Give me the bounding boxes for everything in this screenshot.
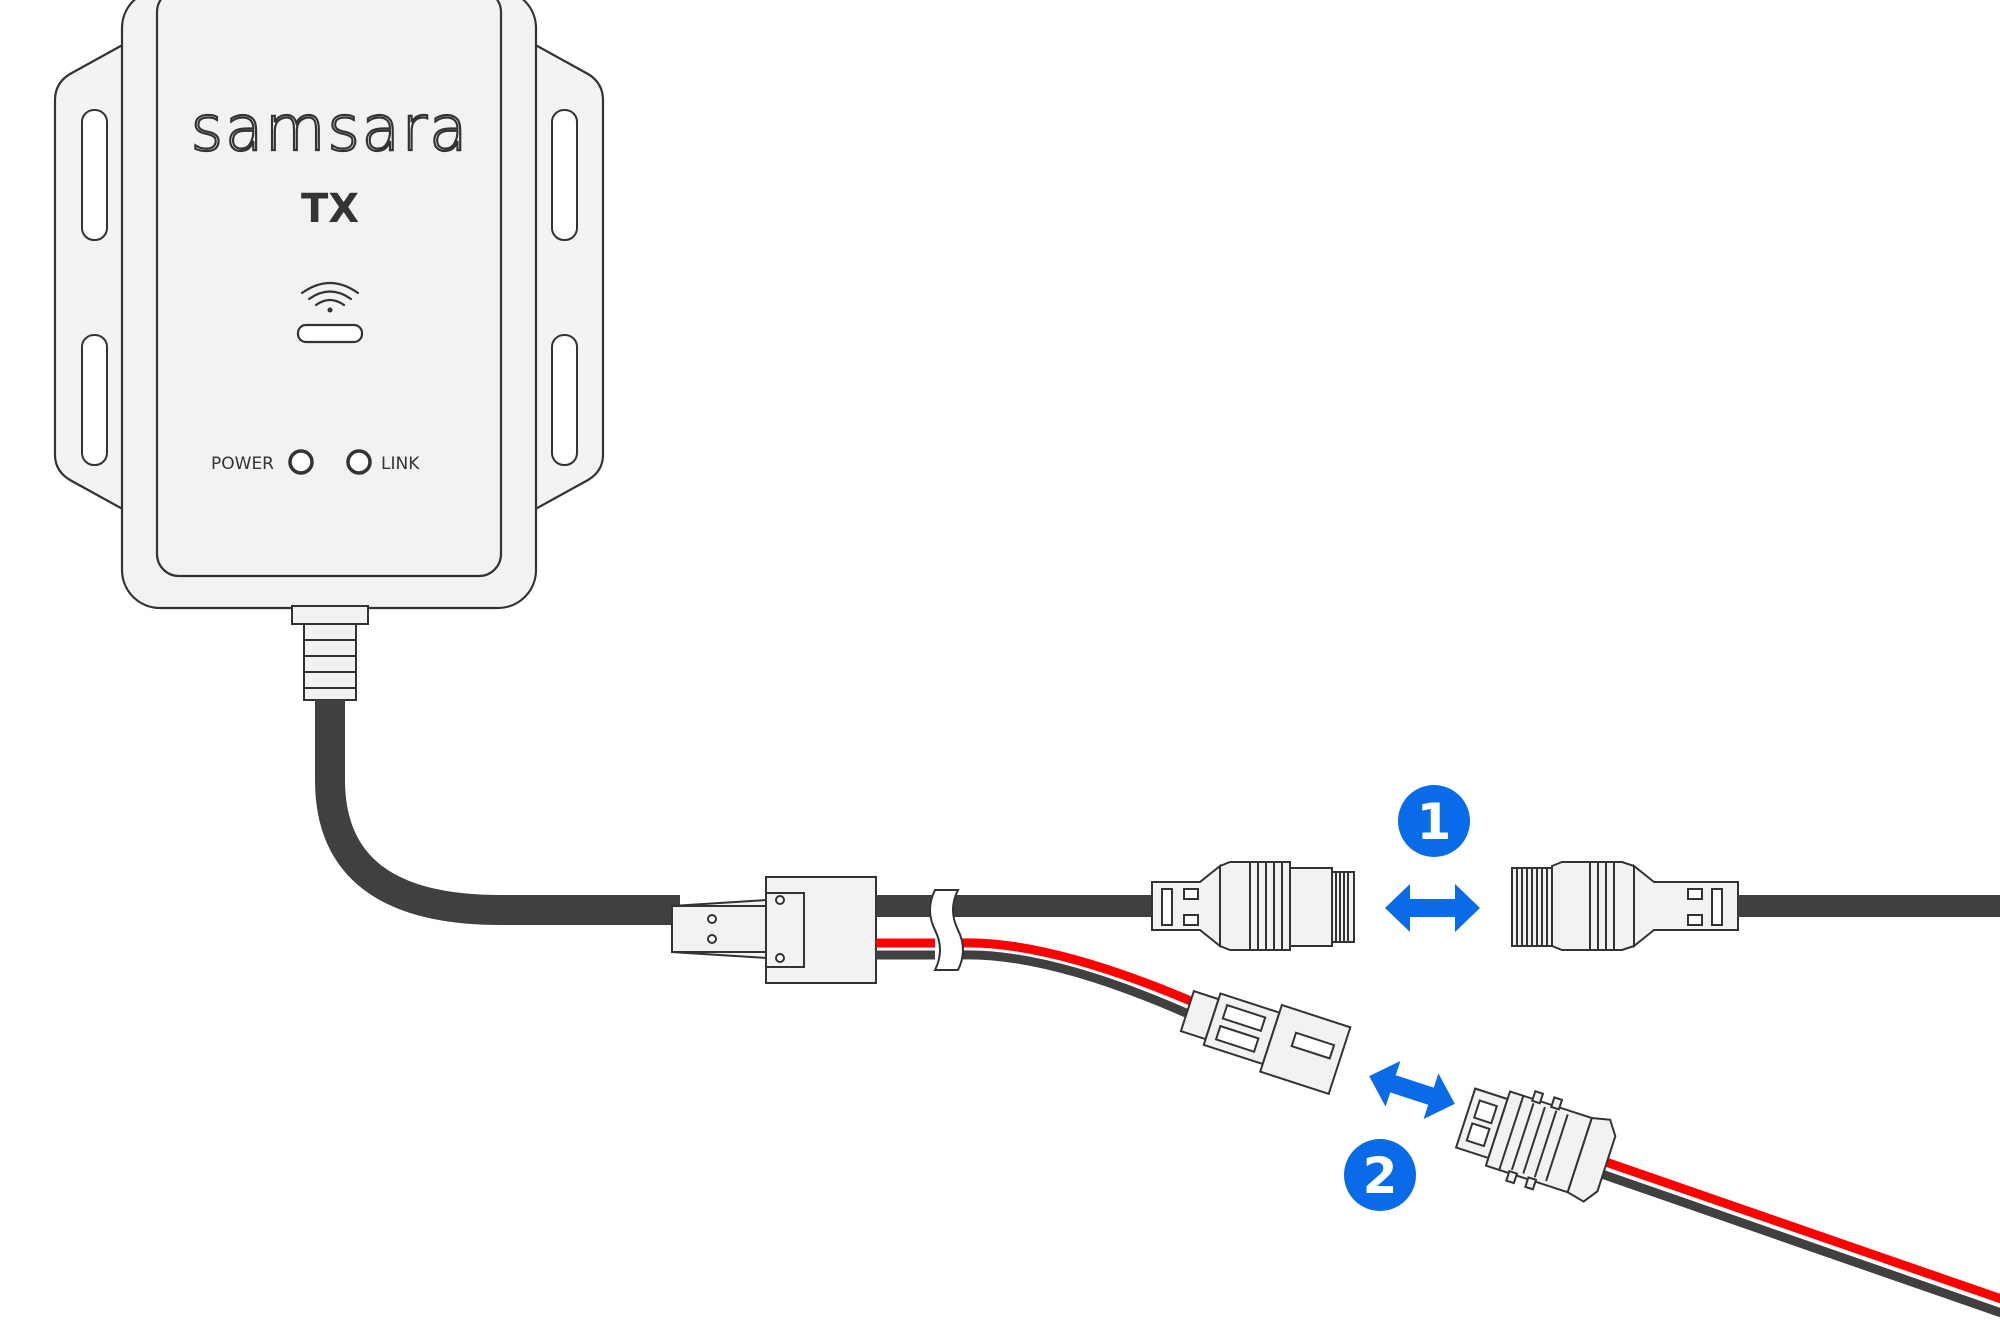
link-led (346, 449, 372, 475)
step-number-badge (1344, 1139, 1416, 1211)
device-cable (315, 700, 680, 925)
splitter-housing (671, 876, 877, 984)
cable-strain-relief (291, 605, 369, 701)
cable-break-mark (929, 889, 964, 971)
mounting-slot (551, 109, 578, 241)
step-1: 1 (1385, 785, 1480, 932)
mounting-slot (81, 334, 108, 466)
brand-logo: samsara (191, 92, 469, 165)
step-number-badge (1398, 785, 1470, 857)
link-label: LINK (381, 454, 420, 474)
status-light-bar (296, 323, 364, 344)
round-connector-female (1151, 861, 1355, 951)
two-pin-connector-male (1454, 1087, 1617, 1203)
device-face (155, 0, 503, 578)
mounting-slot (551, 334, 578, 466)
step-2-number: 2 (1363, 1147, 1398, 1205)
two-pin-connector-female (1179, 989, 1352, 1096)
double-headed-arrow-icon (1369, 1060, 1455, 1120)
round-connector-male (1511, 861, 1739, 951)
step-1-number: 1 (1417, 793, 1452, 851)
model-label: TX (301, 186, 359, 232)
double-headed-arrow-icon (1385, 884, 1480, 932)
step-2: 2 (1344, 1060, 1455, 1211)
tx-device: samsara TX POWER LINK (53, 0, 605, 610)
power-label: POWER (211, 454, 274, 474)
power-harness-wires (1594, 1155, 2000, 1318)
power-led (288, 449, 314, 475)
power-lead (876, 938, 1202, 1022)
mounting-slot (81, 109, 108, 241)
wireless-signal-icon (300, 282, 360, 313)
